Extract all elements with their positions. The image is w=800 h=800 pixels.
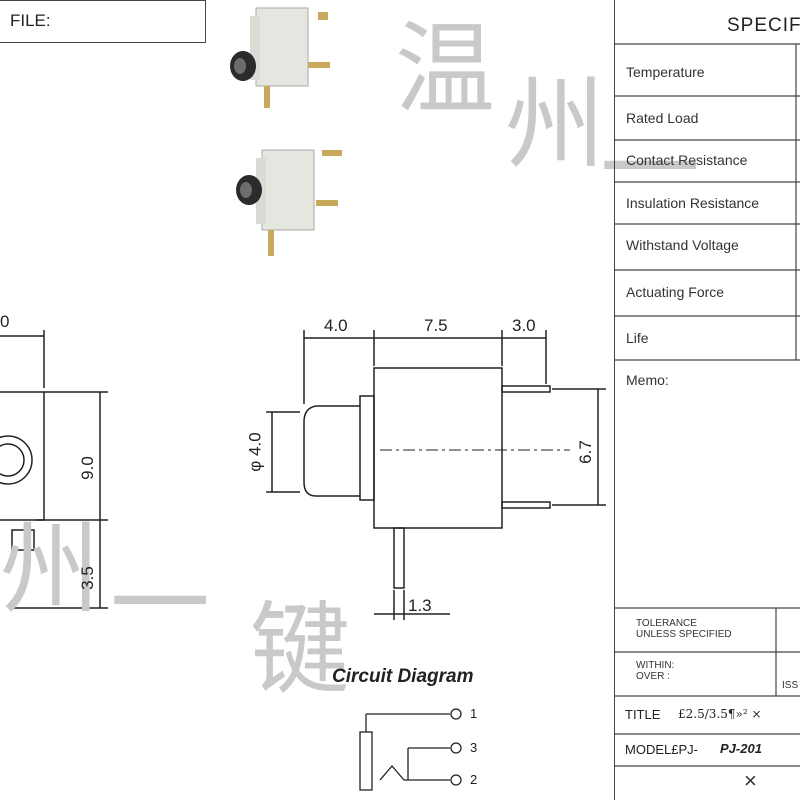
left-view bbox=[0, 330, 108, 609]
dim-pin-width: 1.3 bbox=[408, 596, 432, 615]
spec-row-temperature: Temperature bbox=[626, 64, 705, 80]
within-over-label: WITHIN: OVER : bbox=[636, 660, 674, 682]
circuit-title: Circuit Diagram bbox=[332, 666, 474, 687]
file-label: FILE: bbox=[10, 11, 51, 30]
dim-body-main: 7.5 bbox=[424, 316, 448, 335]
circuit-schematic bbox=[359, 708, 462, 791]
watermark-char-1: 温 bbox=[395, 11, 495, 128]
tolerance-label-line-1: TOLERANCE bbox=[636, 618, 697, 629]
tolerance-label: TOLERANCE UNLESS SPECIFIED bbox=[636, 618, 732, 640]
dim-body-front: 4.0 bbox=[324, 316, 348, 335]
title-label: TITLE bbox=[625, 707, 661, 722]
iss-label: ISS bbox=[782, 680, 799, 691]
dim-left-pin: 3.5 bbox=[77, 566, 97, 590]
circuit-pin-2: 2 bbox=[470, 772, 478, 787]
spec-title: SPECIF bbox=[727, 15, 800, 36]
watermark-char-6: 键 bbox=[250, 591, 350, 708]
title-value: £2.5/3.5¶»² × bbox=[678, 707, 762, 721]
circuit-pin-1: 1 bbox=[470, 706, 478, 721]
watermark-char-4: 州 bbox=[0, 511, 100, 628]
spec-memo-label: Memo: bbox=[626, 372, 669, 388]
model-value: PJ-201 bbox=[720, 741, 762, 756]
spec-panel bbox=[614, 0, 800, 800]
watermark-char-2: 州 bbox=[505, 66, 605, 183]
tolerance-label-line-2: UNLESS SPECIFIED bbox=[636, 629, 732, 640]
dim-left-height: 9.0 bbox=[77, 456, 97, 480]
spec-row-contact-resistance: Contact Resistance bbox=[626, 152, 748, 168]
spec-table-lines bbox=[614, 43, 800, 767]
watermark-char-5: 一 bbox=[110, 546, 210, 663]
spec-row-rated-load: Rated Load bbox=[626, 110, 699, 126]
circuit-pin-3: 3 bbox=[470, 740, 478, 755]
spec-row-life: Life bbox=[626, 330, 649, 346]
close-icon: × bbox=[744, 768, 757, 793]
spec-row-insulation-resistance: Insulation Resistance bbox=[626, 195, 760, 211]
model-label: MODEL£PJ- bbox=[625, 742, 698, 757]
side-view bbox=[266, 330, 606, 620]
over-label: OVER : bbox=[636, 671, 670, 682]
dim-left-top: 0 bbox=[0, 312, 10, 331]
file-box bbox=[0, 0, 206, 43]
within-label: WITHIN: bbox=[636, 660, 675, 671]
spec-row-withstand-voltage: Withstand Voltage bbox=[626, 237, 739, 253]
spec-row-actuating-force: Actuating Force bbox=[626, 284, 725, 300]
dim-pin-spacing: 6.7 bbox=[575, 440, 595, 464]
dim-body-back: 3.0 bbox=[512, 316, 536, 335]
jack-photo-1 bbox=[230, 7, 330, 108]
jack-photo-2 bbox=[236, 149, 342, 256]
dim-barrel-diameter: φ 4.0 bbox=[245, 432, 265, 472]
watermark-char-3: 一 bbox=[600, 111, 700, 228]
